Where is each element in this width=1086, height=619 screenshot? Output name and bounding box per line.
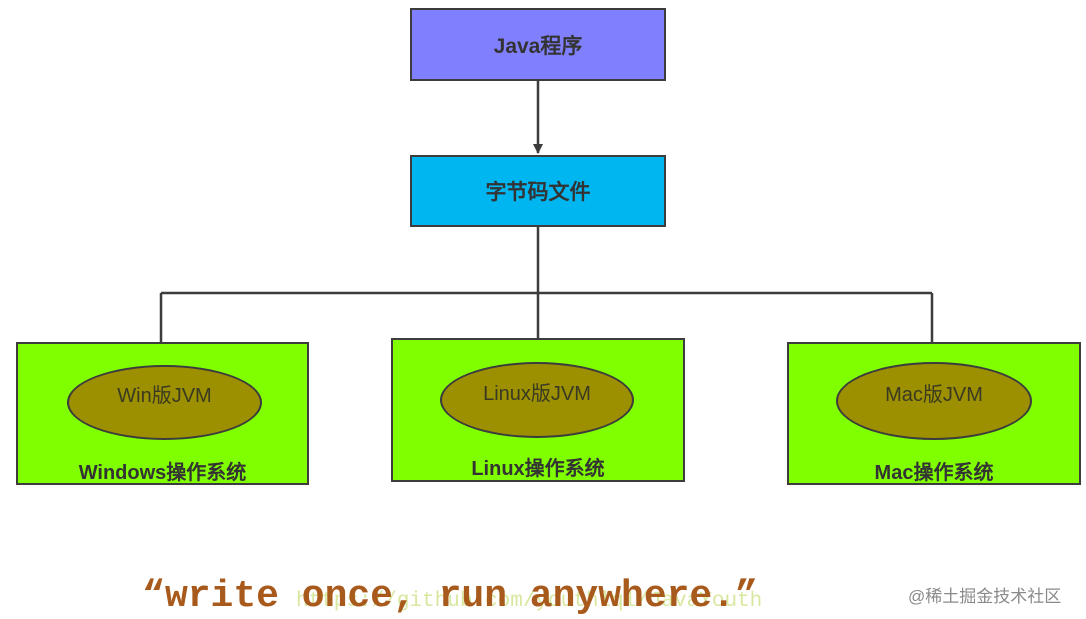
mac-os-label: Mac操作系统 — [874, 462, 994, 484]
windows-jvm-ellipse: Win版JVM — [67, 365, 262, 440]
watermark-site: @稀土掘金技术社区 — [908, 587, 1062, 606]
bytecode-file-box: 字节码文件 — [410, 155, 666, 227]
mac-os-box: Mac版JVM Mac操作系统 — [787, 342, 1081, 485]
mac-jvm-ellipse: Mac版JVM — [836, 362, 1032, 440]
windows-os-label: Windows操作系统 — [78, 462, 247, 484]
windows-os-box: Win版JVM Windows操作系统 — [16, 342, 309, 485]
motto-text: “write once, run anywhere.” — [142, 575, 758, 618]
bytecode-file-label: 字节码文件 — [485, 181, 591, 204]
watermark-url: https://github.com/youthlql/JavaYouth — [296, 590, 763, 613]
linux-jvm-ellipse: Linux版JVM — [440, 362, 634, 438]
linux-jvm-label: Linux版JVM — [483, 382, 591, 405]
java-program-label: Java程序 — [493, 34, 583, 58]
mac-jvm-label: Mac版JVM — [885, 383, 983, 406]
windows-jvm-label: Win版JVM — [117, 385, 212, 407]
java-program-box: Java程序 — [410, 8, 666, 81]
linux-os-box: Linux版JVM Linux操作系统 — [391, 338, 685, 482]
linux-os-label: Linux操作系统 — [471, 458, 605, 480]
